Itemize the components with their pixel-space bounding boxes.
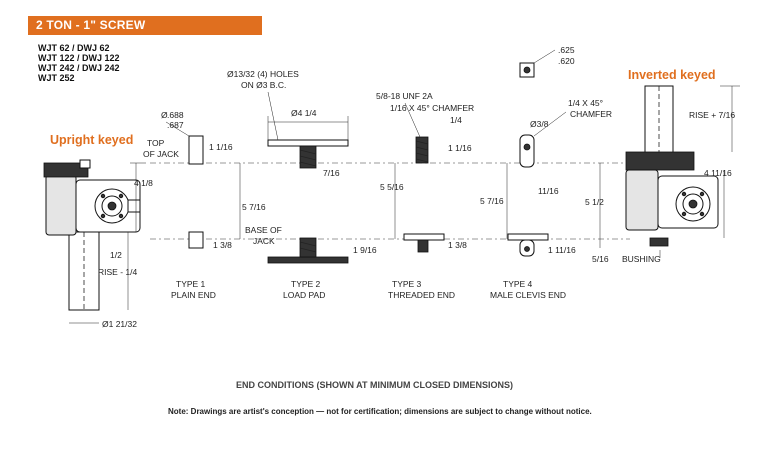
model-item: WJT 122 / DWJ 122 [38, 53, 120, 63]
dim-1-4: 1/4 [450, 115, 462, 125]
type2-title: TYPE 2 [291, 279, 321, 289]
disclaimer-note: Note: Drawings are artist's conception —… [168, 407, 592, 416]
dim-5-1-2: 5 1/2 [585, 197, 604, 207]
dim-4-11-16: 4 11/16 [704, 168, 732, 178]
dim-5-5-16: 5 5/16 [380, 182, 404, 192]
model-list: WJT 62 / DWJ 62 WJT 122 / DWJ 122 WJT 24… [38, 43, 120, 83]
type4-title: TYPE 4 [503, 279, 533, 289]
inverted-jack-drawing [625, 85, 719, 247]
dim-1-11-16: 1 11/16 [548, 245, 576, 255]
dim-1-9-16: 1 9/16 [353, 245, 377, 255]
chamfer2-label-2: CHAMFER [570, 109, 612, 119]
thread-label: 5/8-18 UNF 2A [376, 91, 433, 101]
dim-1-2: 1/2 [110, 250, 122, 260]
type1-plain-end-drawing [188, 135, 204, 249]
dim-620: .620 [558, 56, 575, 66]
chamfer2-label-1: 1/4 X 45° [568, 98, 603, 108]
top-of-jack-2: OF JACK [143, 149, 179, 159]
model-item: WJT 252 [38, 73, 75, 83]
dim-rise-plus: RISE + 7/16 [689, 110, 735, 120]
top-of-jack-1: TOP [147, 138, 165, 148]
dim-687: .687 [167, 120, 184, 130]
base-of-jack-1: BASE OF [245, 225, 282, 235]
phi-prefix: Ø [161, 110, 168, 120]
type2-load-pad-drawing [267, 139, 349, 264]
base-of-jack-2: JACK [253, 236, 275, 246]
upright-label: Upright keyed [50, 133, 133, 147]
header-bar: 2 TON - 1" SCREW [28, 16, 262, 35]
holes-label-1: Ø13/32 (4) HOLES [227, 69, 299, 79]
upright-jack-drawing [43, 159, 141, 311]
type1-title: TYPE 1 [176, 279, 206, 289]
dim-5-7-16-a: 5 7/16 [242, 202, 266, 212]
header-title: 2 TON - 1" SCREW [36, 18, 146, 32]
type4-clevis-end-drawing [507, 134, 549, 257]
dim-1-1-16-b: 1 1/16 [448, 143, 472, 153]
dim-625: .625 [558, 45, 575, 55]
dim-5-7-16-b: 5 7/16 [480, 196, 504, 206]
dim-11-16: 11/16 [538, 186, 559, 196]
type3-name: THREADED END [388, 290, 455, 300]
dim-4-1-8: 4 1/8 [134, 178, 153, 188]
holes-label-2: ON Ø3 B.C. [241, 80, 286, 90]
dim-phi-1-21-32: Ø1 21/32 [102, 319, 137, 329]
type1-name: PLAIN END [171, 290, 216, 300]
dim-rise-minus: RISE - 1/4 [98, 267, 137, 277]
dim-688: .688 [167, 110, 184, 120]
clevis-hole-label: Ø3/8 [530, 119, 549, 129]
model-item: WJT 242 / DWJ 242 [38, 63, 120, 73]
dim-7-16: 7/16 [323, 168, 340, 178]
dim-1-1-16-a: 1 1/16 [209, 142, 233, 152]
type3-threaded-end-drawing [403, 136, 445, 253]
dim-phi-4-1-4: Ø4 1/4 [291, 108, 317, 118]
dim-1-3-8-b: 1 3/8 [448, 240, 467, 250]
clevis-top-view-drawing [519, 62, 535, 78]
type3-title: TYPE 3 [392, 279, 422, 289]
bushing-label: BUSHING [622, 254, 661, 264]
dim-5-16: 5/16 [592, 254, 609, 264]
dim-1-3-8-a: 1 3/8 [213, 240, 232, 250]
inverted-label: Inverted keyed [628, 68, 716, 82]
type4-name: MALE CLEVIS END [490, 290, 566, 300]
chamfer1-label: 1/16 X 45° CHAMFER [390, 103, 474, 113]
caption: END CONDITIONS (SHOWN AT MINIMUM CLOSED … [236, 380, 513, 390]
model-item: WJT 62 / DWJ 62 [38, 43, 110, 53]
type2-name: LOAD PAD [283, 290, 325, 300]
